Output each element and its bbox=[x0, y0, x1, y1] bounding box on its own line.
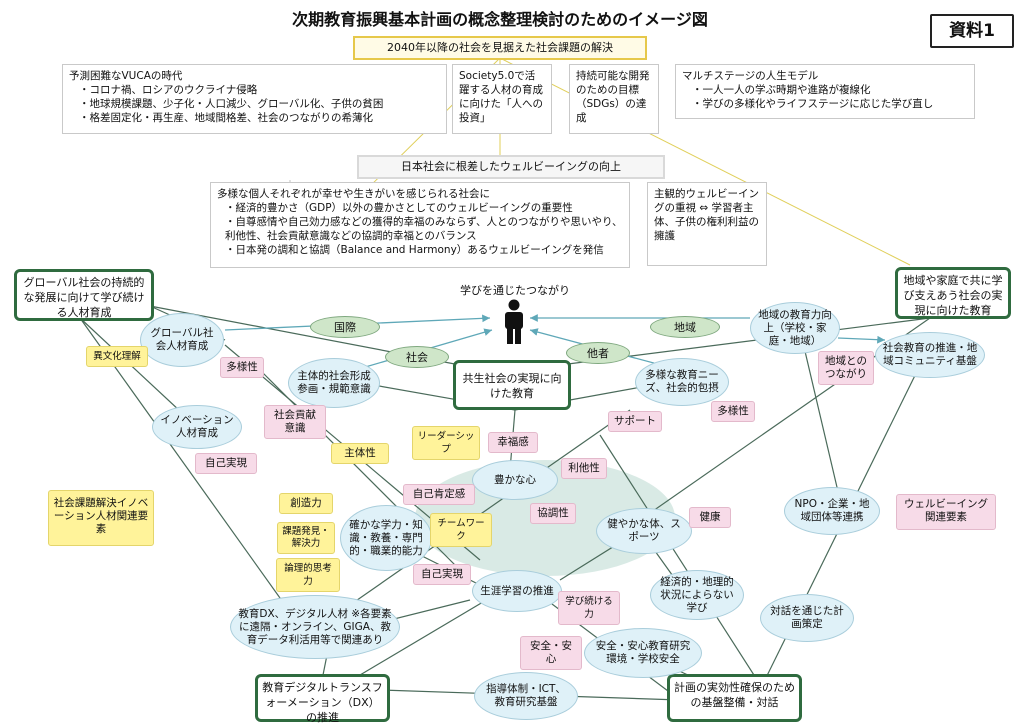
tag-jiko-jitsugen: 自己実現 bbox=[195, 453, 257, 474]
ellipse-chiiki-kyoiku: 地域の教育力向上（学校・家庭・地域） bbox=[750, 302, 840, 354]
tag-jiko-jitsugen-2: 自己実現 bbox=[413, 564, 471, 585]
ellipse-keizai: 経済的・地理的状況によらない学び bbox=[650, 570, 744, 620]
ellipse-shogai: 生涯学習の推進 bbox=[472, 570, 562, 612]
tag-tayosei-2: 多様性 bbox=[711, 401, 755, 422]
tag-ronri: 論理的思考力 bbox=[276, 558, 340, 592]
ellipse-taiwa: 対話を通じた計画策定 bbox=[760, 594, 854, 642]
tag-manabi-tsuzukeru: 学び続ける力 bbox=[558, 591, 620, 625]
tag-wellbeing-kanren: ウェルビーイング関連要素 bbox=[896, 494, 996, 530]
wellbeing-item: ・経済的豊かさ（GDP）以外の豊かさとしてのウェルビーイングの重要性 bbox=[225, 202, 573, 214]
tag-kofukukan: 幸福感 bbox=[488, 432, 538, 453]
goal-dx: 教育デジタルトランスフォーメーション（DX）の推進 bbox=[255, 674, 390, 724]
pill-chiiki: 地域 bbox=[650, 316, 720, 338]
tag-shakai-koken: 社会貢献意識 bbox=[264, 405, 326, 439]
goal-center: 共生社会の実現に向けた教育 bbox=[453, 360, 571, 410]
tag-sozoryoku: 創造力 bbox=[279, 493, 333, 514]
vuca-item: ・コロナ禍、ロシアのウクライナ侵略 bbox=[79, 84, 258, 96]
tag-ibunka: 異文化理解 bbox=[86, 346, 148, 367]
sdgs-box: 持続可能な開発のための目標（SDGs）の達成 bbox=[569, 64, 659, 134]
multistage-heading: マルチステージの人生モデル bbox=[682, 70, 819, 82]
ellipse-shutai: 主体的社会形成参画・規範意識 bbox=[288, 358, 380, 408]
center-label: 学びを通じたつながり bbox=[460, 284, 570, 297]
tag-kadai-kanren: 社会課題解決イノベーション人材関連要素 bbox=[48, 490, 154, 546]
ellipse-anzen-kankyo: 安全・安心教育研究環境・学校安全 bbox=[584, 628, 702, 678]
vuca-heading: 予測困難なVUCAの時代 bbox=[69, 70, 183, 82]
goal-global: グローバル社会の持続的な発展に向けて学び続ける人材育成 bbox=[14, 269, 154, 321]
pill-kokusai: 国際 bbox=[310, 316, 380, 338]
ellipse-tashika: 確かな学力・知識・教養・専門的・職業的能力 bbox=[340, 505, 432, 571]
pill-tasha: 他者 bbox=[566, 342, 630, 364]
tag-kyocho: 協調性 bbox=[530, 503, 576, 524]
ellipse-innovation: イノベーション人材育成 bbox=[152, 405, 242, 449]
vuca-item: ・格差固定化・再生産、地域間格差、社会のつながりの希薄化 bbox=[79, 112, 373, 124]
pill-shakai: 社会 bbox=[385, 346, 449, 368]
subjective-box: 主観的ウェルビーイングの重視 ⇔ 学習者主体、子供の権利利益の擁護 bbox=[647, 182, 767, 266]
wellbeing-heading: 多様な個人それぞれが幸せや生きがいを感じられる社会に bbox=[217, 188, 490, 200]
tag-anzen: 安全・安心 bbox=[520, 636, 582, 670]
tag-kadai: 課題発見・解決力 bbox=[277, 522, 335, 554]
tag-rita: 利他性 bbox=[561, 458, 607, 479]
ellipse-shido: 指導体制・ICT、教育研究基盤 bbox=[474, 672, 578, 720]
page-title: 次期教育振興基本計画の概念整理検討のためのイメージ図 bbox=[292, 10, 708, 29]
ellipse-global-jinzai: グローバル社会人材育成 bbox=[140, 313, 224, 367]
tag-teamwork: チームワーク bbox=[430, 513, 492, 547]
tag-jiko-koutei: 自己肯定感 bbox=[403, 484, 475, 505]
ellipse-tayo-needs: 多様な教育ニーズ、社会的包摂 bbox=[635, 358, 729, 406]
vuca-item: ・地球規模課題、少子化・人口減少、グローバル化、子供の貧困 bbox=[79, 98, 384, 110]
wellbeing-item: ・自尊感情や自己効力感などの獲得的幸福のみならず、人とのつながりや思いやり、利他… bbox=[225, 216, 623, 242]
document-badge: 資料1 bbox=[930, 14, 1014, 48]
ellipse-shakai-kyoiku: 社会教育の推進・地域コミュニティ基盤 bbox=[875, 332, 985, 378]
ellipse-npo: NPO・企業・地域団体等連携 bbox=[784, 487, 880, 535]
wellbeing-banner: 日本社会に根差したウェルビーイングの向上 bbox=[357, 155, 665, 179]
tag-kenko: 健康 bbox=[689, 507, 731, 528]
goal-plan: 計画の実効性確保のための基盤整備・対話 bbox=[667, 674, 802, 722]
ellipse-sukoyaka: 健やかな体、スポーツ bbox=[596, 508, 692, 554]
ellipse-dx-jinzai: 教育DX、デジタル人材 ※各要素に遠隔・オンライン、GIGA、教育データ利活用等… bbox=[230, 595, 400, 659]
goal-local: 地域や家庭で共に学び支えあう社会の実現に向けた教育 bbox=[895, 267, 1011, 319]
multistage-box: マルチステージの人生モデル ・一人一人の学ぶ時期や進路が複線化 ・学びの多様化や… bbox=[675, 64, 975, 119]
multistage-item: ・一人一人の学ぶ時期や進路が複線化 bbox=[692, 84, 871, 96]
tag-shutaisei: 主体性 bbox=[331, 443, 389, 464]
ellipse-yutaka: 豊かな心 bbox=[472, 460, 558, 500]
tag-leadership: リーダーシップ bbox=[412, 426, 480, 460]
tag-tayosei: 多様性 bbox=[220, 357, 264, 378]
tag-chiiki-tsunagari: 地域とのつながり bbox=[818, 351, 874, 385]
society50-box: Society5.0で活躍する人材の育成に向けた「人への投資」 bbox=[452, 64, 552, 134]
wellbeing-item: ・日本発の調和と協調（Balance and Harmony）あるウェルビーイン… bbox=[225, 244, 604, 256]
vuca-box: 予測困難なVUCAの時代 ・コロナ禍、ロシアのウクライナ侵略 ・地球規模課題、少… bbox=[62, 64, 447, 134]
tag-support: サポート bbox=[608, 411, 662, 432]
person-icon bbox=[500, 299, 528, 345]
top-banner: 2040年以降の社会を見据えた社会課題の解決 bbox=[353, 36, 647, 60]
multistage-item: ・学びの多様化やライフステージに応じた学び直し bbox=[692, 98, 934, 110]
wellbeing-box: 多様な個人それぞれが幸せや生きがいを感じられる社会に ・経済的豊かさ（GDP）以… bbox=[210, 182, 630, 268]
